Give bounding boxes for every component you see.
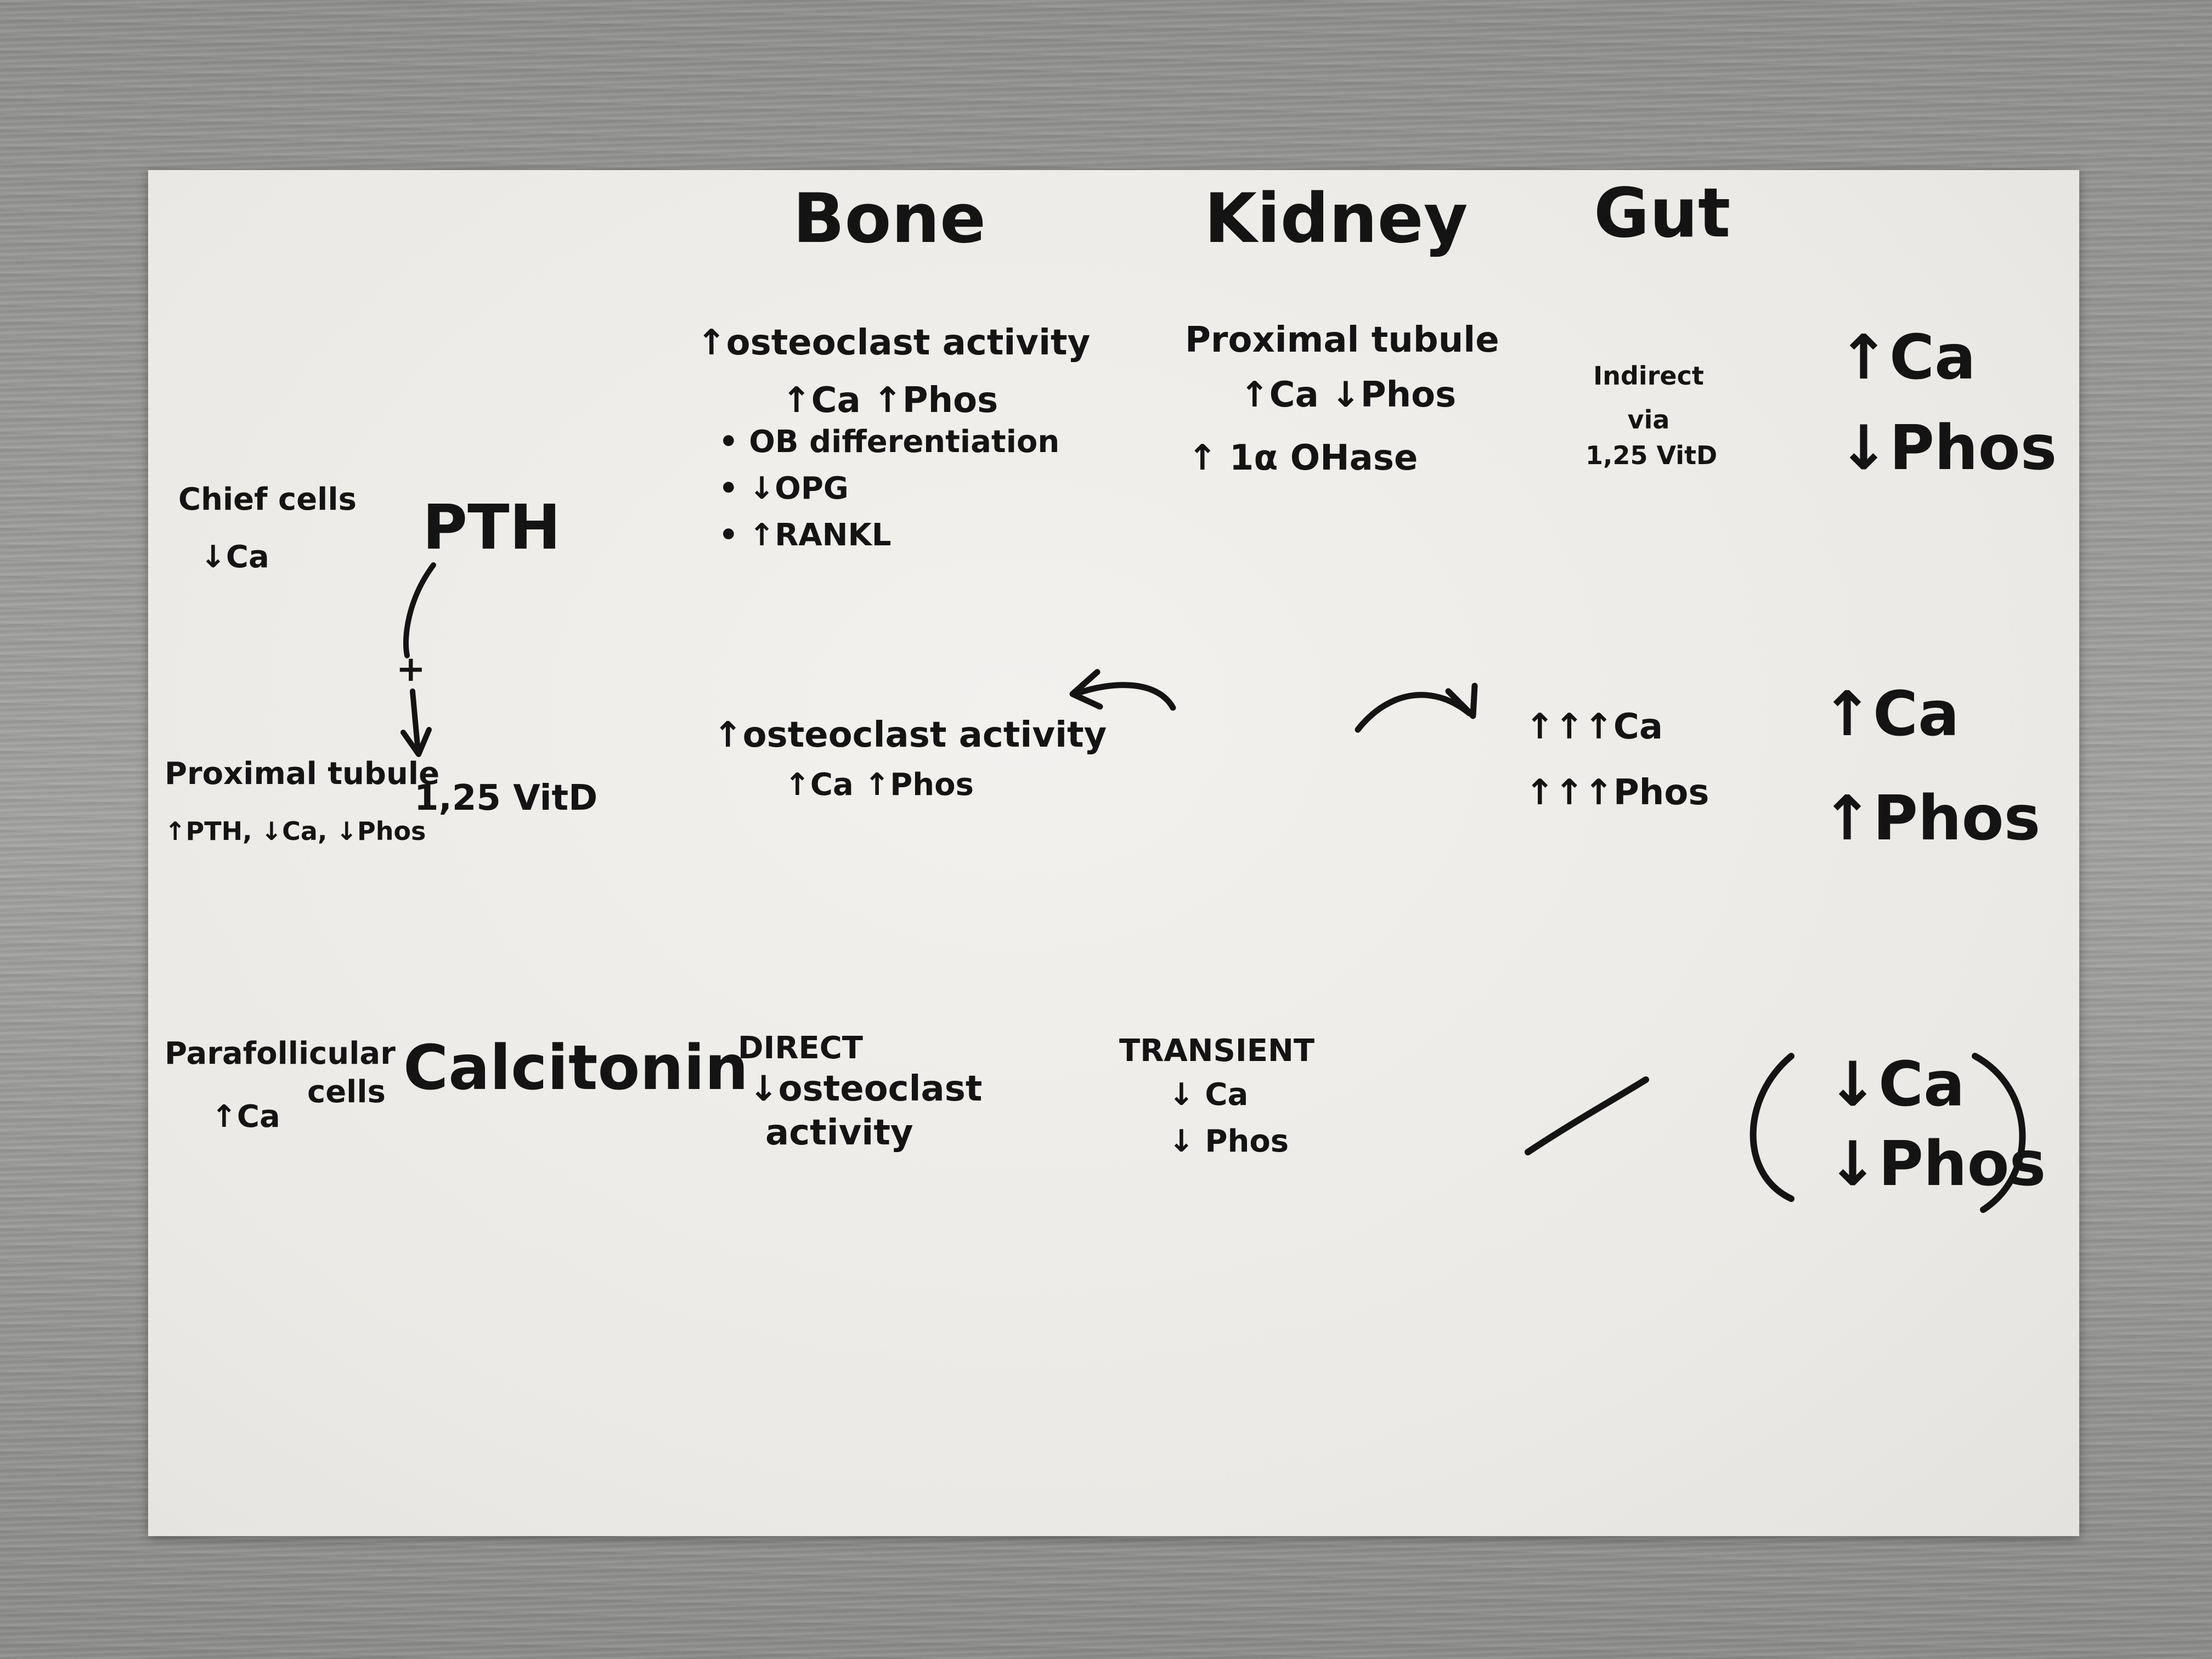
vitd-net-ca: ↑Ca bbox=[1821, 679, 1960, 750]
calcitonin-kidney-mode: TRANSIENT bbox=[1119, 1033, 1315, 1069]
pth-bone-bullet-1: • OB differentiation bbox=[719, 424, 1060, 460]
vitd-gut-ca: ↑↑↑Ca bbox=[1525, 707, 1663, 747]
calcitonin-kidney-phos: ↓ Phos bbox=[1169, 1124, 1289, 1159]
vitd-bone-effect: ↑osteoclast activity bbox=[713, 715, 1107, 755]
calcitonin-trigger: ↑Ca bbox=[211, 1099, 280, 1135]
pth-trigger: ↓Ca bbox=[200, 539, 269, 575]
calcitonin-bone-mode: DIRECT bbox=[738, 1030, 863, 1066]
pth-net-phos: ↓Phos bbox=[1838, 413, 2057, 484]
calcitonin-kidney-ca: ↓ Ca bbox=[1169, 1077, 1249, 1113]
pth-gut-line-1: Indirect bbox=[1593, 361, 1704, 391]
pth-source-cell: Chief cells bbox=[178, 482, 357, 517]
calcitonin-bone-effect: ↓osteoclast bbox=[749, 1069, 983, 1109]
pth-hormone-label: PTH bbox=[422, 492, 561, 563]
paper-sheet bbox=[148, 170, 2079, 1536]
calcitonin-bone-effect-2: activity bbox=[765, 1113, 913, 1153]
vitd-gut-phos: ↑↑↑Phos bbox=[1525, 772, 1709, 813]
vitd-source-site: Proximal tubule bbox=[165, 756, 440, 792]
vitd-net-phos: ↑Phos bbox=[1821, 783, 2041, 854]
pth-gut-line-2: via bbox=[1627, 405, 1670, 435]
calcitonin-source-cell-2: cells bbox=[307, 1074, 386, 1110]
header-gut: Gut bbox=[1594, 174, 1731, 253]
calcitonin-source-cell: Parafollicular bbox=[165, 1036, 396, 1071]
header-kidney: Kidney bbox=[1204, 179, 1468, 258]
calcitonin-net-ca: ↓Ca bbox=[1827, 1049, 1965, 1120]
pth-bone-ions: ↑Ca ↑Phos bbox=[782, 380, 998, 421]
pth-kidney-site: Proximal tubule bbox=[1185, 320, 1499, 360]
pathway-plus-sign: + bbox=[396, 649, 426, 690]
pth-gut-line-3: 1,25 VitD bbox=[1585, 441, 1718, 470]
calcitonin-hormone-label: Calcitonin bbox=[403, 1032, 749, 1104]
calcitonin-net-phos: ↓Phos bbox=[1827, 1128, 2046, 1200]
pth-bone-bullet-2: • ↓OPG bbox=[719, 471, 849, 506]
pth-bone-bullet-3: • ↑RANKL bbox=[719, 517, 891, 553]
vitd-bone-ions: ↑Ca ↑Phos bbox=[785, 767, 974, 803]
pth-bone-effect: ↑osteoclast activity bbox=[697, 323, 1091, 363]
header-bone: Bone bbox=[793, 179, 986, 258]
vitd-hormone-label: 1,25 VitD bbox=[414, 778, 598, 819]
pth-kidney-enzyme: ↑ 1α OHase bbox=[1188, 438, 1418, 478]
vitd-source-triggers: ↑PTH, ↓Ca, ↓Phos bbox=[165, 816, 426, 846]
pth-kidney-ions: ↑Ca ↓Phos bbox=[1240, 375, 1457, 415]
pth-net-ca: ↑Ca bbox=[1838, 322, 1976, 393]
